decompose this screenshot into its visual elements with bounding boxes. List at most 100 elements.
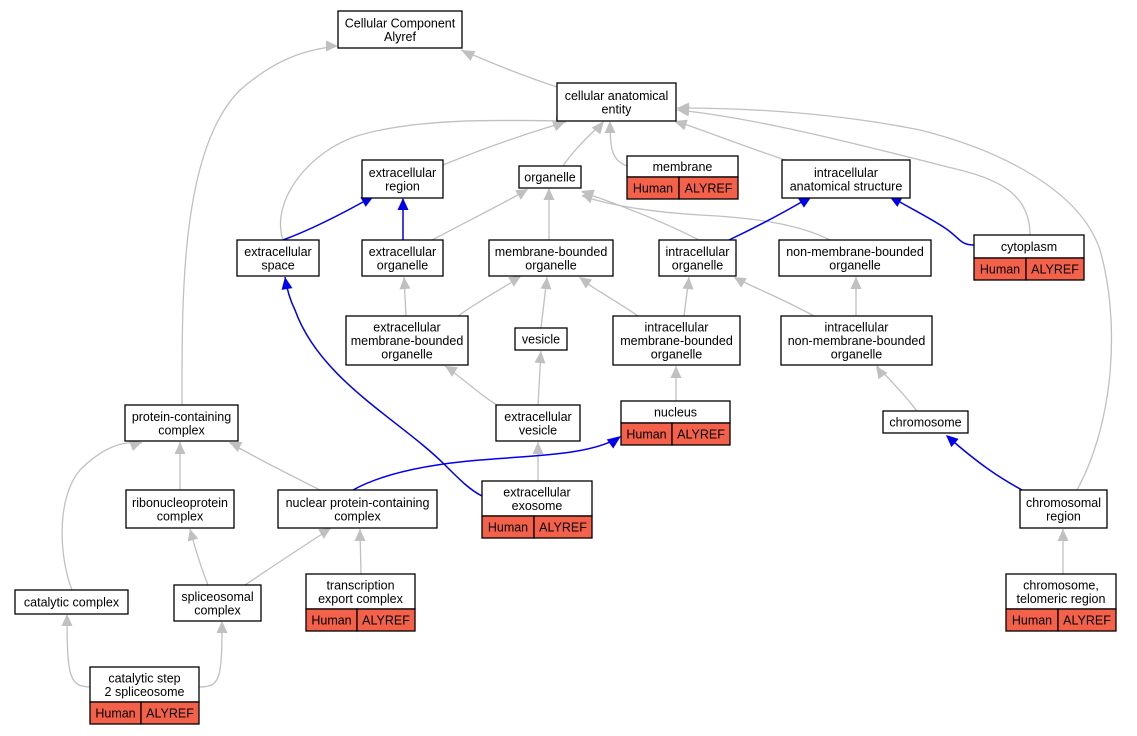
- node-box: [236, 239, 320, 277]
- edge-line-11: [581, 191, 700, 241]
- edge-line-5: [675, 120, 786, 161]
- node-organelle[interactable]: organelle: [518, 165, 582, 189]
- edge-arrowhead-29: [187, 529, 199, 542]
- node-label-line: protein-containing: [132, 410, 231, 424]
- gene-cell: [533, 515, 593, 539]
- node-label-line: nucleus: [654, 406, 697, 420]
- node-box: [14, 589, 129, 615]
- node-label-line: anatomical structure: [790, 179, 903, 193]
- edge-arrowhead-0: [461, 50, 476, 61]
- node-label-line: transcription: [326, 578, 394, 592]
- edge-line-40: [946, 435, 1023, 491]
- edge-arrowhead-37: [889, 196, 903, 207]
- node-box: [361, 159, 444, 199]
- node-label-line: vesicle: [522, 333, 560, 347]
- node-box: [612, 315, 741, 366]
- edge-line-10: [431, 189, 528, 241]
- node-label-line: region: [385, 179, 420, 193]
- node-label-line: membrane-bounded: [351, 334, 464, 348]
- node-label-line: cellular anatomical: [565, 89, 669, 103]
- node-box: [780, 315, 933, 366]
- gene-label: ALYREF: [539, 521, 587, 535]
- node-box: [305, 573, 416, 610]
- species-label: Human: [488, 521, 528, 535]
- node-intracellular-non-membrane-bounded-organelle[interactable]: intracellularnon-membrane-boundedorganel…: [780, 315, 933, 366]
- node-label-line: membrane-bounded: [495, 245, 608, 259]
- node-label-line: membrane: [653, 160, 713, 174]
- gene-label: ALYREF: [1063, 614, 1111, 628]
- edge-arrowhead-38: [281, 277, 293, 290]
- node-label-line: catalytic step: [108, 671, 180, 685]
- node-box: [778, 239, 932, 277]
- edge-arrowhead-35: [397, 198, 409, 210]
- gene-cell: [1057, 608, 1117, 632]
- edge-arrowhead-15: [540, 277, 552, 290]
- node-label-line: non-membrane-bounded: [786, 245, 924, 259]
- edge-arrowhead-19: [850, 277, 862, 289]
- edge-line-2: [442, 121, 567, 166]
- node-label-line: non-membrane-bounded: [788, 334, 926, 348]
- gene-cell: [1025, 257, 1085, 281]
- node-box: [658, 239, 737, 277]
- node-label-line: ribonucleoprotein: [132, 496, 228, 510]
- edge-line-34: [282, 196, 373, 241]
- node-label-line: chromosome,: [1023, 578, 1099, 592]
- gene-label: ALYREF: [146, 707, 194, 721]
- node-label-line: extracellular: [503, 485, 570, 499]
- node-label-line: complex: [334, 509, 381, 523]
- edge-arrowhead-2: [551, 120, 566, 132]
- node-box: [345, 315, 469, 366]
- edge-arrowhead-36: [798, 196, 812, 208]
- edge-line-18: [734, 277, 815, 317]
- node-label-line: Cellular Component: [345, 16, 456, 30]
- edge-arrowhead-39: [606, 436, 621, 449]
- gene-label: ALYREF: [677, 428, 725, 442]
- edge-arrowhead-24: [174, 442, 186, 454]
- node-label-line: intracellular: [666, 245, 730, 259]
- edge-line-12: [581, 195, 831, 241]
- edge-arrowhead-20: [445, 366, 458, 377]
- node-box: [488, 239, 614, 277]
- node-vesicle[interactable]: vesicle: [514, 327, 568, 351]
- node-chromosome[interactable]: chromosome: [882, 410, 969, 434]
- node-box: [518, 165, 582, 189]
- node-label-line: export complex: [318, 592, 404, 606]
- edge-line-30: [244, 528, 331, 586]
- gene-cell: [356, 608, 416, 632]
- edge-arrowhead-32: [61, 614, 73, 626]
- node-box: [125, 489, 235, 529]
- edge-arrowhead-23: [876, 366, 888, 380]
- node-box: [124, 404, 239, 442]
- edge-arrowhead-10: [515, 189, 528, 200]
- edge-arrowhead-12: [582, 192, 594, 204]
- edge-arrowhead-16: [579, 277, 593, 289]
- node-box: [556, 82, 677, 122]
- node-label-line: nuclear protein-containing: [286, 496, 430, 510]
- node-catalytic-complex[interactable]: catalytic complex: [14, 589, 129, 615]
- node-label-line: spliceosomal: [181, 590, 253, 604]
